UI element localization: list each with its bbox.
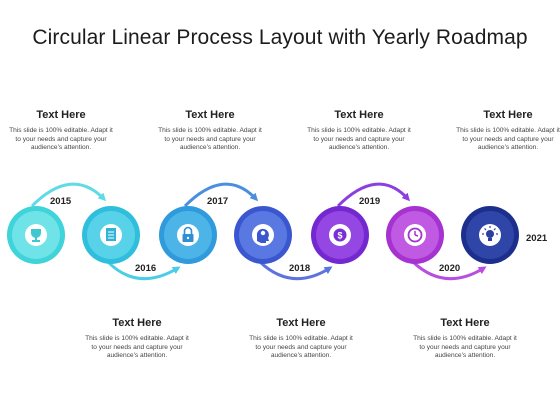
top-text-block-2: Text Here This slide is 100% editable. A… (155, 109, 265, 153)
brain-gear-icon (256, 228, 269, 243)
step-node-5: $ (311, 206, 369, 264)
bottom-block-heading: Text Here (276, 317, 326, 329)
step-node-3 (159, 206, 217, 264)
connector-arrow-5 (336, 182, 411, 208)
step-node-1 (7, 206, 65, 264)
year-label-2016: 2016 (135, 263, 157, 274)
top-block-heading: Text Here (185, 109, 235, 121)
year-label-2020: 2020 (439, 263, 461, 274)
connector-arrow-6 (411, 260, 487, 281)
clock-icon (407, 227, 423, 243)
bottom-text-block-3: Text Here This slide is 100% editable. A… (410, 317, 520, 361)
dollar-coin-icon: $ (333, 228, 347, 242)
bottom-text-block-1: Text Here This slide is 100% editable. A… (82, 317, 192, 361)
top-block-body: This slide is 100% editable. Adapt it to… (456, 127, 560, 152)
step-node-6 (386, 206, 444, 264)
top-block-heading: Text Here (36, 109, 86, 121)
top-block-heading: Text Here (483, 109, 533, 121)
step-node-7 (461, 206, 519, 264)
connector-arrow-2 (106, 260, 181, 281)
svg-text:$: $ (337, 231, 342, 241)
top-text-block-4: Text Here This slide is 100% editable. A… (453, 109, 560, 153)
bottom-text-block-2: Text Here This slide is 100% editable. A… (246, 317, 356, 361)
lightbulb-icon (482, 226, 498, 241)
year-label-2017: 2017 (207, 196, 229, 207)
bottom-block-heading: Text Here (440, 317, 490, 329)
lock-icon (182, 226, 194, 242)
year-label-2019: 2019 (359, 196, 381, 207)
top-text-block-3: Text Here This slide is 100% editable. A… (304, 109, 414, 153)
bottom-block-body: This slide is 100% editable. Adapt it to… (85, 335, 189, 360)
top-block-body: This slide is 100% editable. Adapt it to… (158, 127, 262, 152)
top-block-body: This slide is 100% editable. Adapt it to… (307, 127, 411, 152)
page-title: Circular Linear Process Layout with Year… (32, 26, 528, 49)
step-node-4 (234, 206, 292, 264)
top-block-body: This slide is 100% editable. Adapt it to… (9, 127, 113, 152)
bottom-block-body: This slide is 100% editable. Adapt it to… (249, 335, 353, 360)
document-icon (106, 228, 116, 241)
trophy-icon (31, 229, 41, 242)
top-text-block-1: Text Here This slide is 100% editable. A… (6, 109, 116, 153)
bottom-block-body: This slide is 100% editable. Adapt it to… (413, 335, 517, 360)
year-label-2018: 2018 (289, 263, 311, 274)
connector-arrow-1 (30, 182, 107, 208)
year-label-2021: 2021 (526, 233, 548, 244)
connector-arrow-3 (183, 182, 259, 208)
top-block-heading: Text Here (334, 109, 384, 121)
step-node-2 (82, 206, 140, 264)
bottom-block-heading: Text Here (112, 317, 162, 329)
year-label-2015: 2015 (50, 196, 72, 207)
connector-arrow-4 (258, 260, 333, 281)
